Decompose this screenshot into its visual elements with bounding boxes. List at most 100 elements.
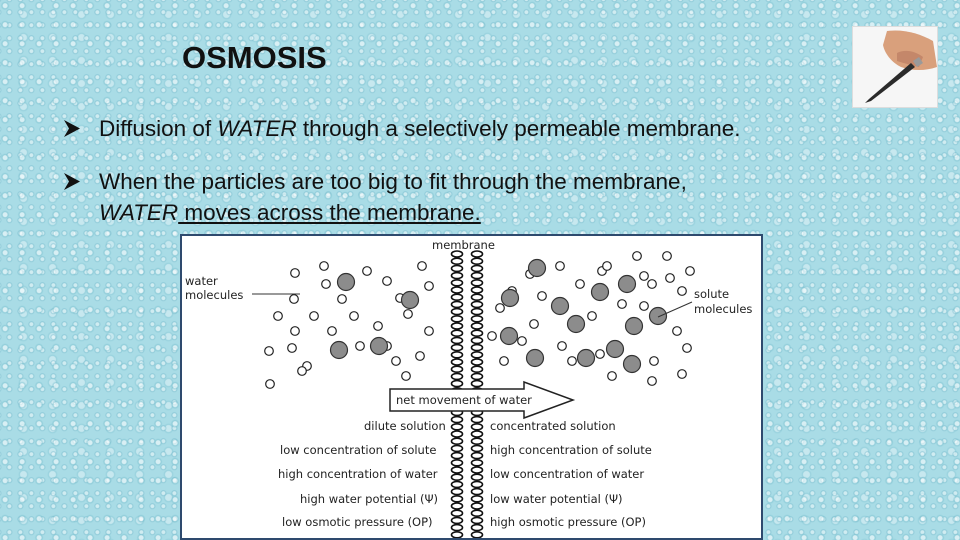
water-molecule (587, 311, 597, 321)
membrane-bead (470, 531, 484, 538)
membrane-bead (450, 293, 464, 302)
membrane-bead (470, 444, 484, 453)
membrane-bead (450, 358, 464, 366)
membrane-bead (470, 365, 484, 373)
membrane-bead (470, 293, 484, 302)
osmosis-diagram-svg: membrane water molecules solute molecule… (185, 238, 752, 538)
water-molecule (297, 366, 307, 376)
membrane-bead (450, 480, 464, 489)
left-title: dilute solution (364, 419, 446, 433)
left-row-4: low osmotic pressure (OP) (282, 515, 433, 529)
right-title: concentrated solution (490, 419, 616, 433)
solute-molecule (590, 282, 610, 302)
water-molecule (309, 311, 319, 321)
membrane-bead (450, 365, 464, 373)
osmosis-diagram: membrane water molecules solute molecule… (180, 234, 763, 540)
membrane-bead (470, 466, 484, 474)
water-molecule (647, 279, 657, 289)
membrane-bead (450, 451, 464, 460)
water-molecule (662, 251, 672, 261)
membrane-bead (470, 315, 484, 323)
water-molecule (403, 309, 413, 319)
solute-molecule (336, 272, 356, 292)
solute-molecule (369, 336, 389, 356)
membrane-bead (470, 329, 484, 337)
water-molecule (264, 346, 274, 356)
membrane-bead (470, 437, 484, 445)
water-molecule (289, 294, 299, 304)
membrane-bead (470, 487, 484, 496)
membrane-bead (450, 379, 464, 388)
membrane-bead (450, 278, 464, 287)
water-molecule (677, 369, 687, 379)
membrane-bead (450, 423, 464, 431)
membrane-bead (450, 415, 464, 424)
water-molecule (424, 281, 434, 291)
arrow-bullet-icon (64, 173, 80, 190)
membrane-bead (450, 502, 464, 510)
solute-molecule (329, 340, 349, 360)
bullet-1-text-before: Diffusion of (99, 116, 218, 141)
water-molecule (417, 261, 427, 271)
water-molecule (349, 311, 359, 321)
bullet-2-line-1: When the particles are too big to fit th… (99, 169, 687, 194)
membrane-bead (450, 444, 464, 453)
water-molecule (265, 379, 275, 389)
membrane-bead (470, 502, 484, 510)
membrane-bead (450, 336, 464, 345)
bullet-1-text-after: through a selectively permeable membrane… (296, 116, 741, 141)
membrane-bead (450, 329, 464, 337)
membrane-bead (470, 494, 484, 503)
membrane-bead (450, 459, 464, 467)
water-molecule (290, 326, 300, 336)
membrane-bead (470, 473, 484, 481)
water-molecule (537, 291, 547, 301)
membrane-bead (450, 516, 464, 525)
bullet-2-emphasis: WATER (99, 200, 179, 225)
water-molecule (647, 376, 657, 386)
water-molecule (401, 371, 411, 381)
net-movement-arrow (389, 380, 576, 420)
solute-molecule (527, 258, 547, 278)
water-molecule (677, 286, 687, 296)
water-molecule (607, 371, 617, 381)
membrane-bead (450, 487, 464, 496)
water-molecule (424, 326, 434, 336)
left-row-2: high concentration of water (278, 467, 438, 481)
membrane-bead (470, 351, 484, 359)
membrane-bead (470, 286, 484, 294)
membrane-bead (450, 430, 464, 438)
solute-label-line-1: solute (694, 287, 729, 301)
right-row-1: high concentration of solute (490, 443, 652, 457)
water-molecule (639, 301, 649, 311)
water-molecule (529, 319, 539, 329)
left-row-3: high water potential (Ψ) (300, 492, 438, 506)
water-molecule (290, 268, 300, 278)
solute-label-line-2: molecules (694, 302, 752, 316)
left-row-1: low concentration of solute (280, 443, 436, 457)
membrane-bead (470, 523, 484, 532)
membrane-bead (450, 494, 464, 503)
bullet-1-emphasis: WATER (217, 116, 297, 141)
membrane-bead (450, 286, 464, 294)
membrane-bead (470, 459, 484, 467)
molecules-layer (264, 251, 695, 389)
arrow-label: net movement of water (396, 393, 532, 407)
slide-title: OSMOSIS (182, 40, 327, 75)
membrane-bead (470, 358, 484, 366)
water-molecule (391, 356, 401, 366)
membrane-bead (450, 343, 464, 352)
solute-molecule (648, 306, 668, 326)
membrane-bead (470, 451, 484, 460)
arrow-bullet-icon (64, 120, 80, 137)
solute-molecule (566, 314, 586, 334)
membrane-bead (450, 300, 464, 309)
water-molecule (617, 299, 627, 309)
membrane-bead (450, 322, 464, 330)
membrane-bead (470, 300, 484, 309)
water-molecule (632, 251, 642, 261)
membrane-bead (450, 250, 464, 258)
membrane-bead (470, 509, 484, 518)
water-molecule (595, 349, 605, 359)
water-molecule (665, 273, 675, 283)
